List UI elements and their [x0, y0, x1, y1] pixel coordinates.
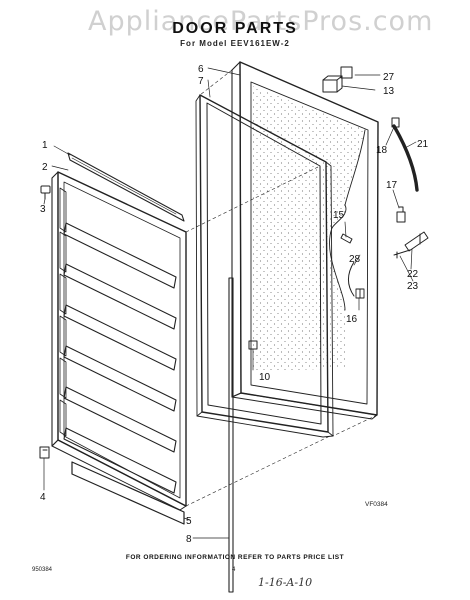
hinge-bracket-part-22: [404, 231, 429, 252]
callout-18: 18: [376, 145, 388, 156]
callout-3: 3: [40, 204, 46, 215]
block-part-4: [39, 446, 50, 459]
alignment-guides: [185, 69, 378, 507]
callout-6: 6: [198, 64, 204, 75]
hinge-part-17: [396, 206, 406, 223]
plate-part-27: [340, 66, 353, 79]
watermark-logo: AppliancePartsPros.com: [88, 6, 434, 37]
callout-1: 1: [42, 140, 48, 151]
small-part-18: [391, 117, 400, 128]
cap-part-10: [248, 340, 258, 350]
callout-5: 5: [186, 516, 192, 527]
bottom-breaker-strip: [71, 461, 185, 525]
screw-part-23: [393, 249, 411, 259]
callout-10: 10: [259, 372, 271, 383]
callout-7: 7: [198, 76, 204, 87]
callout-28: 28: [349, 254, 361, 265]
top-trim-strip: [67, 152, 185, 222]
ordering-info-note: FOR ORDERING INFORMATION REFER TO PARTS …: [125, 554, 345, 561]
footer-code: 950384: [32, 567, 53, 573]
page-number: 4: [232, 567, 236, 573]
fastener-part-16: [355, 288, 365, 299]
door-gasket: [195, 94, 334, 438]
drawing-code: VF0384: [365, 501, 388, 508]
callout-15: 15: [333, 210, 345, 221]
leader-lines: [43, 67, 417, 539]
callout-23: 23: [407, 281, 419, 292]
callout-16: 16: [346, 314, 358, 325]
callout-22: 22: [407, 269, 419, 280]
callout-8: 8: [186, 534, 192, 545]
callout-2: 2: [42, 162, 48, 173]
callout-27: 27: [383, 72, 395, 83]
wire-part-28: [347, 261, 355, 297]
model-subtitle: For Model EEV161EW-2: [180, 39, 290, 48]
bracket-part-13: [322, 75, 343, 93]
peg-part-15: [340, 233, 353, 244]
outer-door-panel: [231, 61, 379, 420]
trim-detail-line: [71, 157, 177, 215]
callout-17: 17: [386, 180, 398, 191]
inner-door-liner: [51, 171, 187, 511]
callout-4: 4: [40, 492, 46, 503]
callout-21: 21: [417, 139, 429, 150]
diagram-title: DOOR PARTS: [172, 20, 298, 37]
handle-strap-part-21: [392, 124, 419, 192]
handwritten-note: 1-16-A-10: [258, 576, 313, 589]
callout-13: 13: [383, 86, 395, 97]
vertical-rod: [228, 277, 234, 593]
clip-part-3: [40, 185, 51, 200]
